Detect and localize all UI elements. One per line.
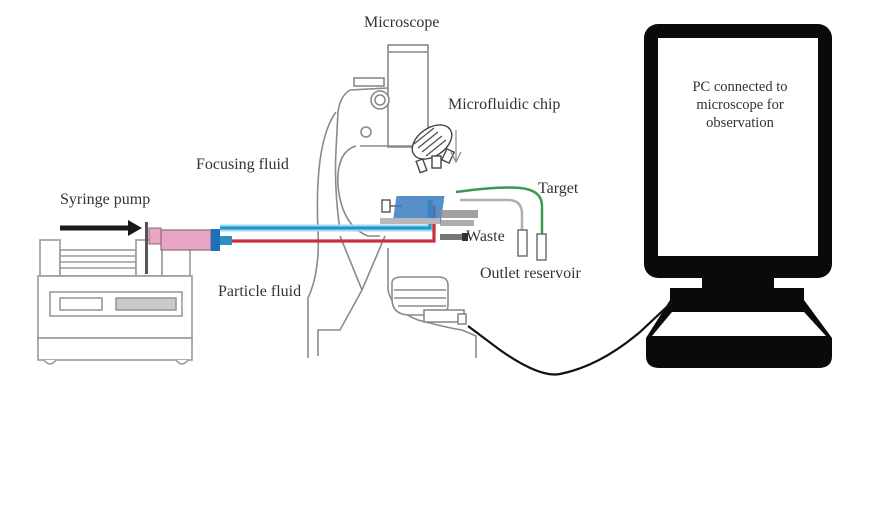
pump-rails-housing <box>59 249 137 277</box>
label-pc-line1: PC connected to <box>692 79 788 95</box>
pc-cable <box>467 301 673 376</box>
microscope <box>307 44 477 358</box>
waste-outlet <box>440 233 468 241</box>
label-microfluidic-chip: Microfluidic chip <box>448 96 561 113</box>
microscope-head <box>334 87 389 231</box>
label-pc-line3: observation <box>706 115 774 131</box>
syringe-pump <box>37 239 193 365</box>
label-pc-line2: microscope for <box>696 97 784 113</box>
target-reservoir <box>536 233 547 261</box>
pump-foot-left <box>43 359 57 365</box>
syringe <box>148 227 232 251</box>
label-microscope: Microscope <box>364 14 440 31</box>
target-tube <box>455 186 544 234</box>
label-target: Target <box>538 180 579 197</box>
label-syringe-pump: Syringe pump <box>60 191 151 208</box>
label-particle-fluid: Particle fluid <box>218 283 302 300</box>
label-outlet-reservoir: Outlet reservoir <box>480 265 581 282</box>
microscope-eyepiece <box>387 44 429 148</box>
label-waste: Waste <box>466 228 505 245</box>
syringe-plunger <box>145 222 148 274</box>
monitor-screen <box>658 38 818 256</box>
microscope-arm <box>307 111 337 358</box>
outlet-reservoir <box>517 229 547 261</box>
microfluidic-chip <box>380 196 478 226</box>
pump-left-block <box>39 239 61 277</box>
pump-foot-right <box>175 359 189 365</box>
chip-slide <box>380 218 440 224</box>
pump-base <box>37 337 193 361</box>
label-focusing-fluid: Focusing fluid <box>196 156 289 173</box>
pump-keypad <box>115 297 177 311</box>
pump-direction-arrow <box>60 220 142 236</box>
waste-reservoir <box>517 229 528 257</box>
syringe-connector <box>211 229 220 251</box>
pump-pusher-block <box>135 239 163 277</box>
monitor-neck <box>702 274 774 290</box>
label-pc: PC connected to microscope for observati… <box>660 78 820 132</box>
pump-display <box>59 297 103 311</box>
microscope-base-legs <box>317 235 386 356</box>
down-arrow-icon <box>450 130 462 164</box>
waste-tube <box>460 198 524 232</box>
microscope-base <box>387 248 477 358</box>
pump-right-block <box>161 245 191 277</box>
pc-monitor <box>644 24 832 368</box>
objective-turret <box>411 124 456 174</box>
